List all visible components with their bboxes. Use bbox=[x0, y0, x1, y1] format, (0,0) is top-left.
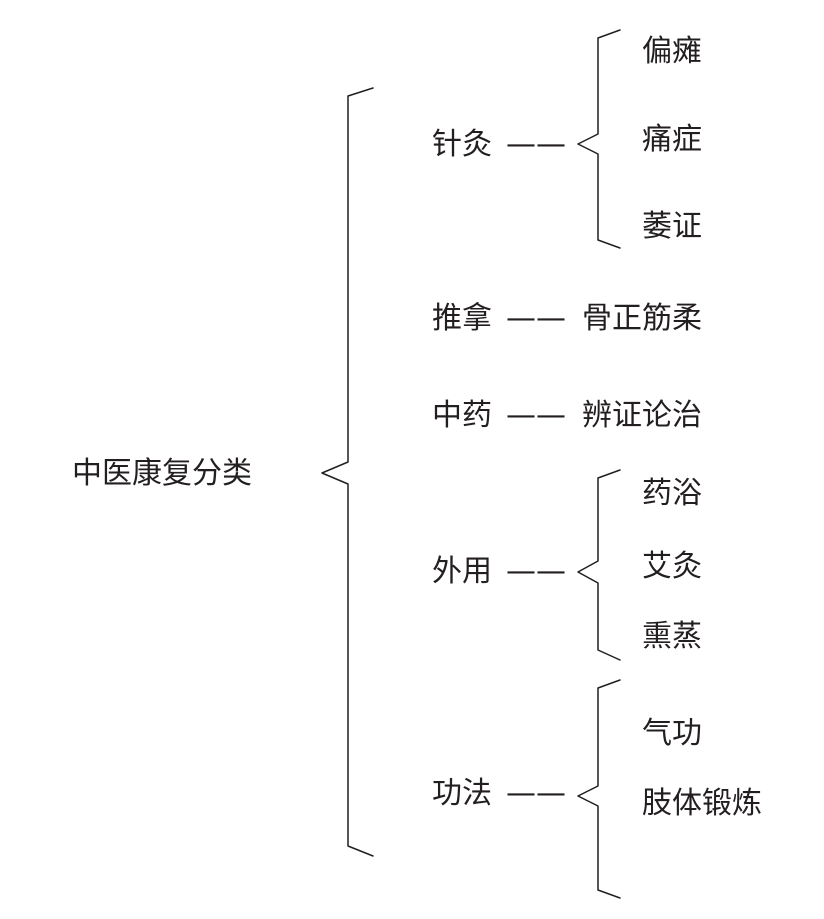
method-label: 推拿 bbox=[432, 301, 492, 336]
method-label: 针灸 bbox=[432, 127, 492, 162]
item-label: 萎证 bbox=[642, 209, 702, 244]
item-label: 熏蒸 bbox=[642, 619, 702, 654]
item-label: 气功 bbox=[642, 716, 702, 751]
connector-dash: —— bbox=[506, 301, 566, 336]
connector-dash: —— bbox=[506, 127, 566, 162]
item-label: 辨证论治 bbox=[582, 398, 702, 433]
connector-dash: —— bbox=[506, 398, 566, 433]
item-label: 药浴 bbox=[642, 476, 702, 511]
method-label: 外用 bbox=[432, 554, 492, 589]
root-label: 中医康复分类 bbox=[72, 456, 252, 491]
connector-dash: —— bbox=[506, 554, 566, 589]
external-brace bbox=[577, 469, 621, 661]
item-label: 骨正筋柔 bbox=[582, 301, 702, 336]
item-label: 肢体锻炼 bbox=[642, 786, 762, 821]
acupuncture-brace bbox=[577, 29, 621, 249]
item-label: 痛症 bbox=[642, 122, 702, 157]
method-label: 中药 bbox=[432, 398, 492, 433]
item-label: 偏瘫 bbox=[642, 34, 702, 69]
root-brace bbox=[321, 87, 374, 857]
connector-dash: —— bbox=[506, 776, 566, 811]
item-label: 艾灸 bbox=[642, 549, 702, 584]
exercise-brace bbox=[577, 679, 621, 899]
method-label: 功法 bbox=[432, 776, 492, 811]
